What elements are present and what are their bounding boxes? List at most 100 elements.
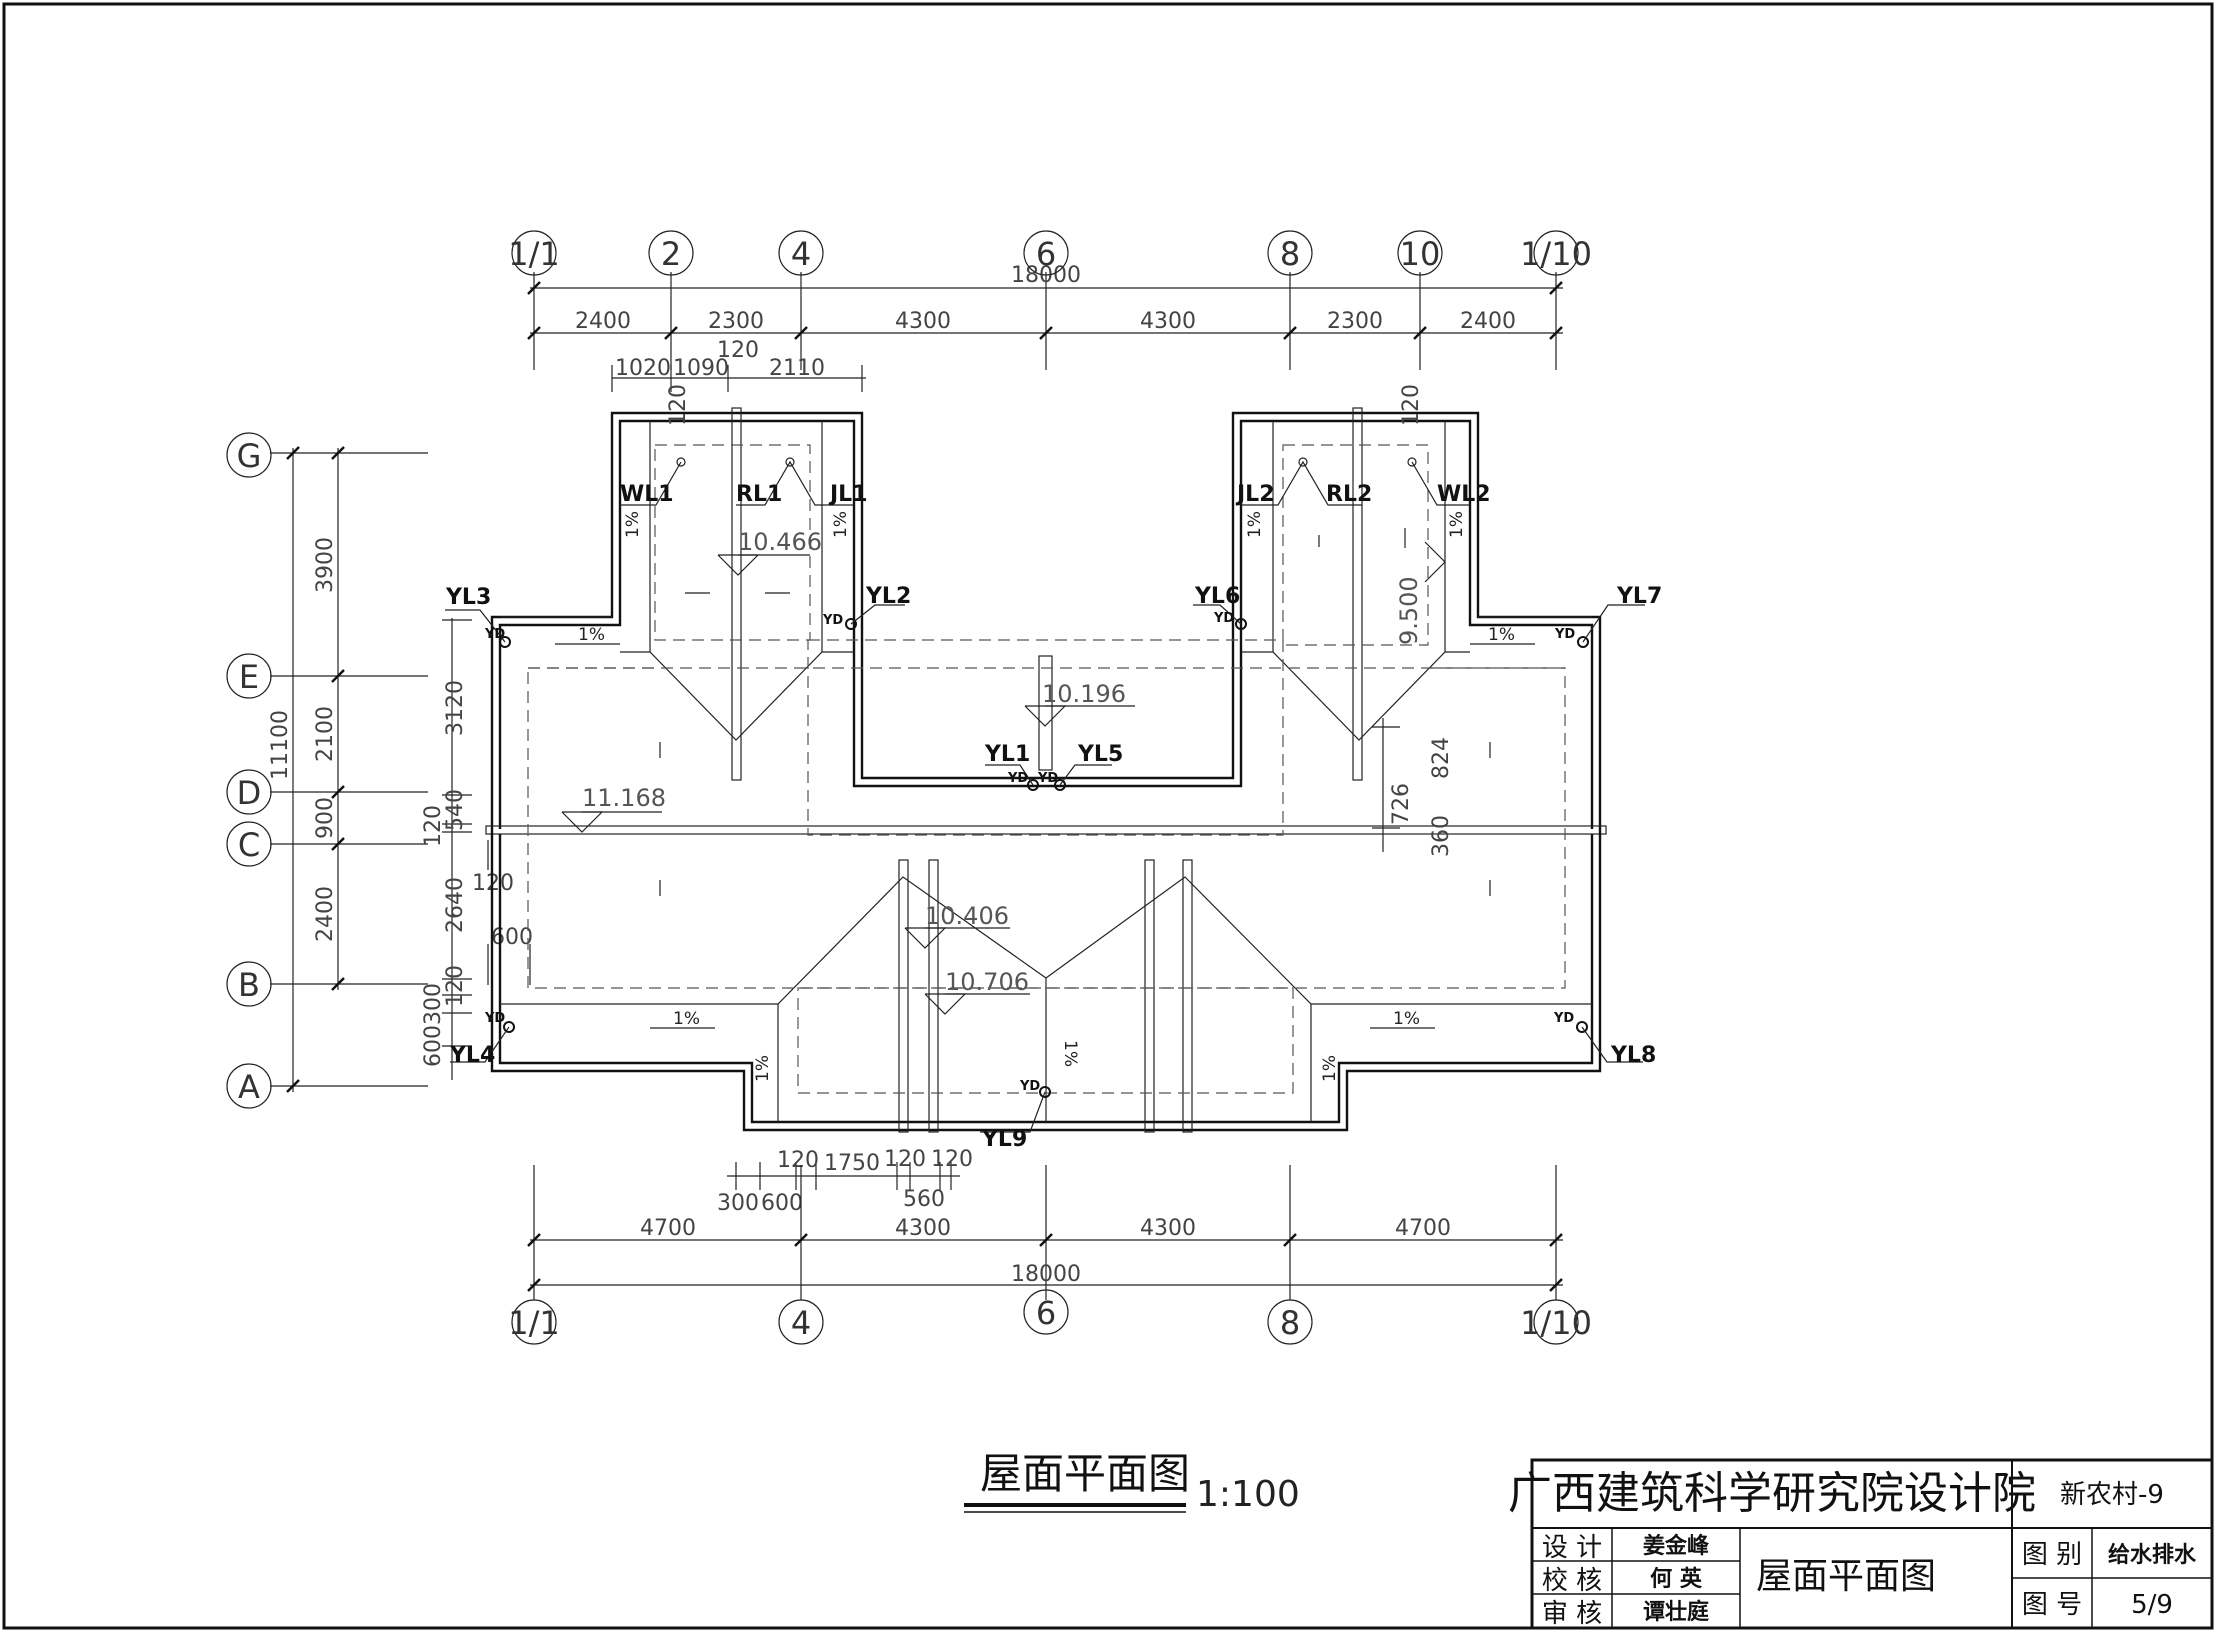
axis-top-2: 2 [661,235,681,273]
label-YL4: YL4 [449,1043,495,1068]
label-JL2: JL2 [1235,482,1275,507]
left-span-2: 2100 [313,706,338,762]
yd-yl5: YD [1037,771,1058,786]
number-label: 图 号 [2022,1590,2082,1620]
left-span-3: 900 [313,797,338,839]
dashed-outlines [527,444,1566,1094]
left-dimension-group: 11100 3900 2100 900 2400 [268,446,428,1093]
axis-top-4: 4 [791,235,811,273]
label-YL6: YL6 [1194,584,1240,609]
slope-11: 1% [1060,1040,1080,1067]
axis-left-A: A [238,1068,260,1106]
axis-left-D: D [237,774,262,812]
dim-1020: 1020 [615,356,671,381]
bottom-dimension-group: 4700 4300 4300 4700 18000 [527,1165,1563,1300]
bottom-span-4: 4700 [1395,1216,1451,1241]
dim-560: 560 [903,1187,945,1212]
label-YL7: YL7 [1616,584,1662,609]
bottom-axis-markers: 1/1 4 6 8 1/10 [508,1289,1592,1345]
axis-left-C: C [238,826,260,864]
label-YL2: YL2 [865,584,911,609]
top-span-1: 2400 [575,309,631,334]
top-span-4: 4300 [1140,309,1196,334]
top-span-2: 2300 [708,309,764,334]
slope-1: 1% [578,625,605,645]
sheet-title: 屋面平面图 [1756,1556,1936,1597]
title-block: 广西建筑科学研究院设计院 新农村-9 设 计 校 核 审 核 姜金峰 何 英 谭… [1508,1458,2214,1630]
slope-10: 1% [1320,1055,1340,1082]
dim-300: 300 [421,983,446,1025]
label-WL2: WL2 [1437,482,1491,507]
dim-540: 540 [443,789,468,831]
dim-120-b3: 120 [931,1147,973,1172]
yd-yl3: YD [484,627,505,642]
dim-600-h: 600 [491,925,533,950]
yd-yl2: YD [822,613,843,628]
dim-120-left: 120 [421,805,446,847]
dim-600-b: 600 [761,1191,803,1216]
dim-120-b1: 120 [777,1148,819,1173]
name-approve: 谭壮庭 [1643,1599,1709,1625]
role-approve: 审 核 [1542,1599,1602,1629]
label-JL1: JL1 [828,482,868,507]
elevation-11-168: 11.168 [582,784,666,812]
yd-yl1: YD [1007,771,1028,786]
drawing-title: 屋面平面图 1:100 [964,1449,1300,1515]
left-span-1: 3900 [313,537,338,593]
dim-300-b: 300 [717,1191,759,1216]
top-span-5: 2300 [1327,309,1383,334]
pipe-labels: WL1 RL1 JL1 JL2 RL2 WL2 YL2 YD YL3 YD YL… [445,457,1662,1152]
top-span-3: 4300 [895,309,951,334]
dim-726: 726 [1389,783,1414,825]
dim-3120: 3120 [443,680,468,736]
yd-yl9: YD [1019,1079,1040,1094]
bottom-overall-dim: 18000 [1011,1262,1081,1287]
axis-bottom-1-10: 1/10 [1520,1304,1592,1342]
dim-1750: 1750 [824,1151,880,1176]
label-WL1: WL1 [620,482,674,507]
elevation-10-706: 10.706 [945,968,1029,996]
axis-top-1-1: 1/1 [508,235,560,273]
dim-120-top: 120 [717,338,759,363]
label-YL1: YL1 [984,742,1030,767]
slope-3: 1% [673,1009,700,1029]
roof-outline [485,407,1607,1133]
top-axis-markers: 1/1 2 4 6 8 10 1/10 [508,230,1592,276]
name-check: 何 英 [1650,1566,1703,1592]
dim-600-left: 600 [421,1025,446,1067]
axis-top-8: 8 [1280,235,1300,273]
label-RL2: RL2 [1326,482,1372,507]
label-YL5: YL5 [1077,742,1123,767]
slope-marks: 1% 1% 1% 1% 1% 1% 1% 1% 1% 1% 1% [555,511,1535,1082]
left-span-4: 2400 [313,886,338,942]
elevation-10-406: 10.406 [925,902,1009,930]
yd-yl8: YD [1553,1011,1574,1026]
axis-bottom-1-1: 1/1 [508,1304,560,1342]
slope-8: 1% [1447,511,1467,538]
elevation-10-196: 10.196 [1042,680,1126,708]
category-value: 给水排水 [2108,1542,2197,1568]
elevation-9-500: 9.500 [1395,576,1423,645]
label-YL3: YL3 [445,585,491,610]
dim-2640: 2640 [443,877,468,933]
axis-bottom-4: 4 [791,1304,811,1342]
slope-2: 1% [1488,625,1515,645]
axis-top-1-10: 1/10 [1520,235,1592,273]
dim-360: 360 [1429,815,1454,857]
institute-name: 广西建筑科学研究院设计院 [1508,1468,2036,1519]
axis-left-B: B [238,966,260,1004]
bottom-span-1: 4700 [640,1216,696,1241]
bottom-detail-dims: 120 1750 120 120 300 600 560 [717,1147,973,1216]
elevations: 10.466 10.196 11.168 9.500 10.406 10.706 [561,528,1446,1015]
dim-120-lower: 120 [443,965,468,1007]
drawing-title-text: 屋面平面图 [980,1449,1190,1498]
slope-4: 1% [1393,1009,1420,1029]
axis-left-G: G [237,437,262,475]
label-YL8: YL8 [1610,1043,1656,1068]
role-check: 校 核 [1542,1566,1602,1596]
slope-7: 1% [1245,511,1265,538]
label-YL9: YL9 [981,1127,1027,1152]
axis-top-10: 10 [1400,235,1441,273]
number-value: 5/9 [2131,1590,2173,1620]
